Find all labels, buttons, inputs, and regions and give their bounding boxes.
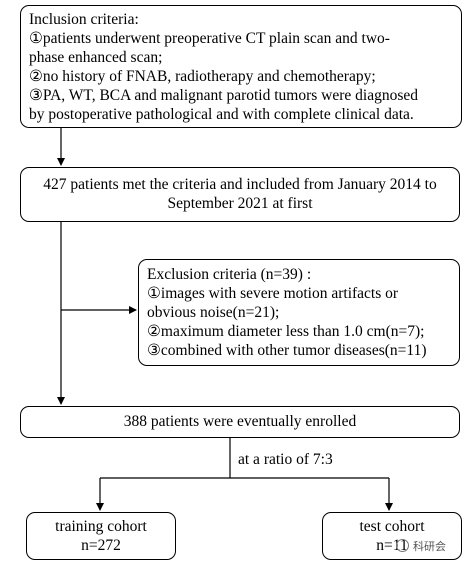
inclusion-line: ①patients underwent preoperative CT plai… [29, 30, 390, 47]
met-line: 427 patients met the criteria and includ… [43, 176, 437, 193]
inclusion-line: phase enhanced scan; [29, 49, 163, 66]
watermark: 科研会 [396, 538, 446, 554]
training-cohort-box: training cohort n=272 [26, 512, 176, 560]
exclusion-criteria-box: Exclusion criteria (n=39) : ①images with… [138, 259, 460, 366]
enrolled-box: 388 patients were eventually enrolled [20, 406, 460, 438]
inclusion-heading: Inclusion criteria: [29, 11, 139, 28]
exclusion-line: obvious noise(n=21); [147, 304, 280, 321]
split-ratio-label: at a ratio of 7:3 [238, 451, 333, 468]
exclusion-line: ②maximum diameter less than 1.0 cm(n=7); [147, 323, 425, 340]
inclusion-line: ③PA, WT, BCA and malignant parotid tumor… [29, 87, 419, 104]
inclusion-line: by postoperative pathological and with c… [29, 106, 414, 123]
exclusion-line: ③combined with other tumor diseases(n=11… [147, 342, 427, 359]
exclusion-line: ①images with severe motion artifacts or [147, 285, 399, 302]
inclusion-line: ②no history of FNAB, radiotherapy and ch… [29, 68, 376, 85]
training-cohort-count: n=272 [81, 537, 121, 554]
watermark-text: 科研会 [413, 540, 446, 553]
training-cohort-title: training cohort [55, 518, 147, 535]
exclusion-heading: Exclusion criteria (n=39) : [147, 266, 312, 283]
enrolled-label: 388 patients were eventually enrolled [123, 413, 357, 430]
inclusion-criteria-box: Inclusion criteria: ①patients underwent … [20, 5, 462, 128]
wechat-logo-icon [396, 539, 409, 552]
met-line: September 2021 at first [167, 195, 313, 212]
met-criteria-box: 427 patients met the criteria and includ… [20, 167, 460, 222]
test-cohort-title: test cohort [359, 518, 425, 535]
